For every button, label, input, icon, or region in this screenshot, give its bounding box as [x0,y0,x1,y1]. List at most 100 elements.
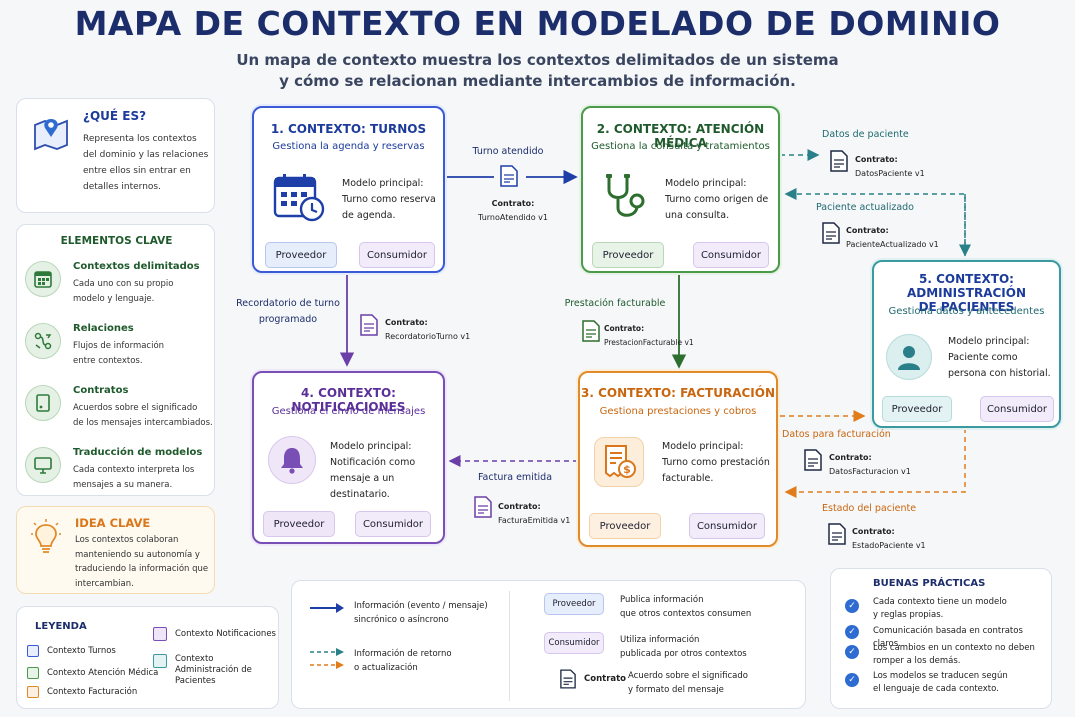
notation-line2: sincrónico o asíncrono [354,615,449,625]
context-model: Modelo principal:Turno como reserva de a… [342,176,440,224]
contract-name: DatosFacturacion v1 [829,467,911,476]
consumer-button[interactable]: Consumidor [355,511,431,537]
contract-datos-paciente: Contrato: DatosPaciente v1 [855,153,925,181]
svg-text:$: $ [623,463,631,476]
consumer-button[interactable]: Consumidor [693,242,769,268]
solid-arrow-desc: Información (evento / mensaje)sincrónico… [354,599,488,627]
context-atencion[interactable]: 2. CONTEXTO: ATENCIÓN MÉDICA Gestiona la… [581,106,780,273]
document-icon [360,314,378,336]
contract-name: TurnoAtendido v1 [478,213,548,222]
calendar-clock-icon [272,172,328,224]
contract-label: Contrato: [855,155,898,164]
context-notificaciones[interactable]: 4. CONTEXTO: NOTIFICACIONES Gestiona el … [252,371,445,544]
best-practices-title: BUENAS PRÁCTICAS [873,578,986,589]
legend-swatch-atencion [27,667,39,679]
flow-label-paciente-actualizado: Paciente actualizado [816,202,914,213]
key-item-desc-line1: Cada uno con su propio [73,279,174,289]
contract-name: FacturaEmitida v1 [498,516,571,525]
provider-button[interactable]: Proveedor [265,242,337,268]
contract-name: DatosPaciente v1 [855,169,925,178]
notation-line2: o actualización [354,663,418,673]
best-practice-line1: Cada contexto tiene un modelo [873,597,1007,607]
key-item-title: Contratos [73,385,129,396]
notation-line1: Publica información [620,595,704,605]
legend-swatch-pacientes [153,654,167,668]
document-icon [474,496,492,518]
idea-text: Los contextos colaboran manteniendo su a… [75,535,209,589]
legend-label: Contexto Notificaciones [175,629,276,639]
context-model-text: Notificación como mensaje a un destinata… [330,457,416,500]
contract-icon [25,385,61,421]
key-item-desc-line2: de los mensajes intercambiados. [73,418,213,428]
contract-name: PrestacionFacturable v1 [604,338,694,347]
provider-button[interactable]: Proveedor [882,396,952,422]
contract-paciente-actualizado: Contrato:PacienteActualizado v1 [846,224,939,252]
flow-label-line2: programado [258,314,318,325]
check-icon: ✓ [845,625,859,639]
contract-name: RecordatorioTurno v1 [385,332,471,341]
idea-title: IDEA CLAVE [75,516,151,530]
flow-label-datos-paciente: Datos de paciente [822,129,909,140]
provider-button[interactable]: Proveedor [263,511,335,537]
best-practices-card: BUENAS PRÁCTICAS ✓ Cada contexto tiene u… [830,568,1052,709]
context-subtitle: Gestiona prestaciones y cobros [599,406,757,417]
consumer-button[interactable]: Consumidor [980,396,1054,422]
monitor-icon [25,447,61,483]
context-turnos[interactable]: 1. CONTEXTO: TURNOS Gestiona la agenda y… [252,106,445,273]
consumer-button[interactable]: Consumidor [359,242,435,268]
document-icon [500,165,518,187]
contract-label: Contrato: [604,324,645,333]
stethoscope-icon [601,172,651,224]
consumer-button[interactable]: Consumidor [689,513,765,539]
key-item-translation: Traducción de modelos Cada contexto inte… [17,447,217,507]
invoice-icon: $ [594,437,644,487]
check-icon: ✓ [845,599,859,613]
legend-swatch-turnos [27,645,39,657]
document-icon [830,150,848,172]
idea-card: IDEA CLAVE Los contextos colaboran mante… [16,506,215,594]
context-subtitle: Gestiona la consulta y tratamientos [591,141,770,152]
contract-label: Contrato: [498,502,541,511]
key-elements-title: ELEMENTOS CLAVE [60,235,173,247]
context-facturacion[interactable]: 3. CONTEXTO: FACTURACIÓN Gestiona presta… [578,371,778,547]
flow-icon [25,323,61,359]
contract-label: Contrato: [385,318,428,327]
best-practice-line1: Los cambios en un contexto no deben [873,643,1035,653]
document-icon [804,449,822,471]
contract-datos-facturacion: Contrato:DatosFacturacion v1 [829,451,911,479]
notation-line2: publicada por otros contextos [620,649,747,659]
provider-button[interactable]: Proveedor [592,242,664,268]
calendar-grid-icon [25,261,61,297]
provider-button[interactable]: Proveedor [589,513,661,539]
legend-label: Contexto Administración de Pacientes [175,654,252,686]
contract-recordatorio: Contrato: RecordatorioTurno v1 [385,316,470,344]
contract-factura: Contrato: FacturaEmitida v1 [498,500,570,528]
solid-arrow-sample [310,603,344,613]
context-subtitle: Gestiona datos y antecedentes [888,306,1045,317]
context-model-label: Modelo principal: [330,441,412,452]
best-practice-line2: el lenguaje de cada contexto. [873,684,999,694]
contract-name: EstadoPaciente v1 [852,541,926,550]
contract-badge: Contrato [584,674,627,684]
context-model-text: Turno como origen de una consulta. [665,194,769,221]
document-icon [828,523,846,545]
context-model-label: Modelo principal: [342,178,424,189]
contract-document-icon [560,669,576,689]
notation-card: Información (evento / mensaje)sincrónico… [291,580,806,709]
flow-label-prestacion: Prestación facturable [564,298,666,309]
legend-label: Contexto Turnos [47,646,116,656]
